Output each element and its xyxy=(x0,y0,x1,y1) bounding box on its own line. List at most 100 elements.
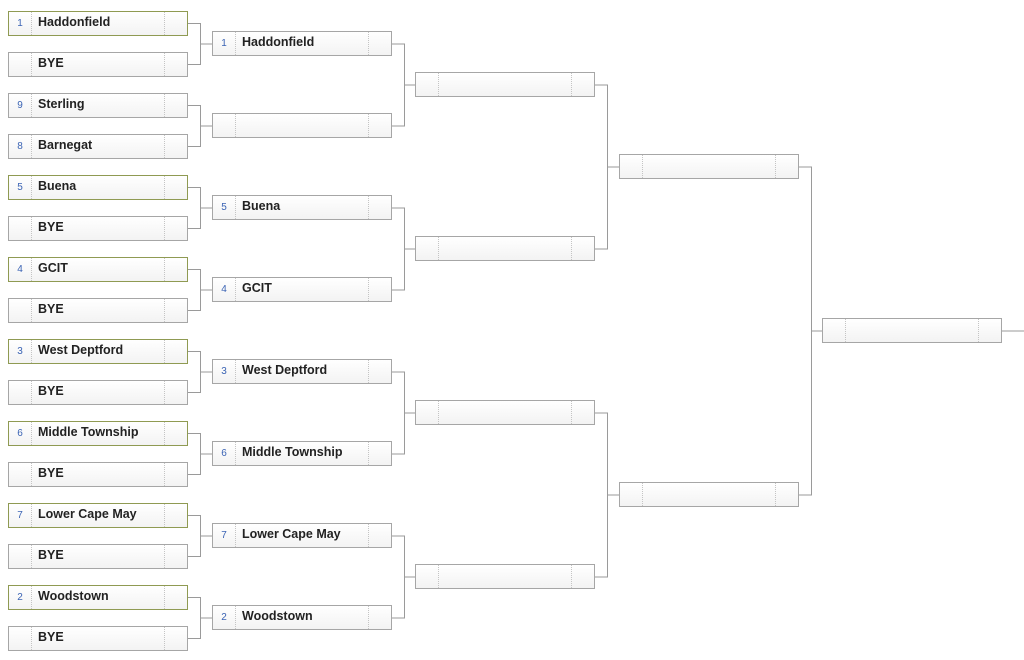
round-1-connector-7 xyxy=(188,515,212,557)
score-box xyxy=(368,278,391,301)
round-1-slot-2[interactable]: BYE xyxy=(8,52,188,77)
score-box xyxy=(164,627,187,650)
seed-number xyxy=(9,381,32,404)
score-box xyxy=(368,442,391,465)
round-1-slot-16[interactable]: BYE xyxy=(8,626,188,651)
round-2-slot-4[interactable]: 4 GCIT xyxy=(212,277,392,302)
team-name: Buena xyxy=(242,199,281,213)
team-name: GCIT xyxy=(242,281,272,295)
quarterfinal-slot-3[interactable] xyxy=(415,400,595,425)
score-box xyxy=(164,545,187,568)
team-name: BYE xyxy=(38,384,64,398)
seed-number: 1 xyxy=(213,32,236,55)
team-name: BYE xyxy=(38,56,64,70)
seed-number: 2 xyxy=(9,586,32,609)
score-box xyxy=(164,53,187,76)
score-box xyxy=(164,381,187,404)
quarterfinal-slot-4[interactable] xyxy=(415,564,595,589)
score-box xyxy=(571,565,594,588)
quarterfinal-connector-1 xyxy=(595,84,619,250)
seed-number xyxy=(416,401,439,424)
team-name: Haddonfield xyxy=(38,15,111,29)
seed-number: 1 xyxy=(9,12,32,35)
round-1-slot-12[interactable]: BYE xyxy=(8,462,188,487)
round-1-connector-2 xyxy=(188,105,212,147)
seed-number: 8 xyxy=(9,135,32,158)
seed-number: 2 xyxy=(213,606,236,629)
seed-number: 7 xyxy=(9,504,32,527)
team-name: Middle Township xyxy=(242,445,343,459)
seed-number xyxy=(9,217,32,240)
round-1-slot-4[interactable]: 8 Barnegat xyxy=(8,134,188,159)
score-box xyxy=(164,299,187,322)
seed-number: 5 xyxy=(9,176,32,199)
quarterfinal-slot-1[interactable] xyxy=(415,72,595,97)
score-box xyxy=(164,422,187,445)
round-2-slot-6[interactable]: 6 Middle Township xyxy=(212,441,392,466)
seed-number: 3 xyxy=(213,360,236,383)
score-box xyxy=(164,12,187,35)
round-2-slot-8[interactable]: 2 Woodstown xyxy=(212,605,392,630)
seed-number: 7 xyxy=(213,524,236,547)
score-box xyxy=(571,73,594,96)
score-box xyxy=(164,258,187,281)
round-1-slot-10[interactable]: BYE xyxy=(8,380,188,405)
score-box xyxy=(775,483,798,506)
round-1-slot-15[interactable]: 2 Woodstown xyxy=(8,585,188,610)
seed-number: 6 xyxy=(9,422,32,445)
seed-number: 4 xyxy=(213,278,236,301)
team-name: BYE xyxy=(38,466,64,480)
round-1-slot-6[interactable]: BYE xyxy=(8,216,188,241)
round-1-connector-8 xyxy=(188,597,212,639)
team-name: Woodstown xyxy=(242,609,313,623)
final-slot-1[interactable] xyxy=(822,318,1002,343)
seed-number xyxy=(823,319,846,342)
team-name: Haddonfield xyxy=(242,35,315,49)
team-name: BYE xyxy=(38,630,64,644)
round-2-slot-2[interactable] xyxy=(212,113,392,138)
score-box xyxy=(368,524,391,547)
team-name: Lower Cape May xyxy=(38,507,137,521)
score-box xyxy=(368,606,391,629)
seed-number xyxy=(9,545,32,568)
round-1-slot-13[interactable]: 7 Lower Cape May xyxy=(8,503,188,528)
score-box xyxy=(368,114,391,137)
score-box xyxy=(164,340,187,363)
round-1-slot-14[interactable]: BYE xyxy=(8,544,188,569)
round-1-connector-6 xyxy=(188,433,212,475)
quarterfinal-connector-2 xyxy=(595,412,619,578)
team-name: BYE xyxy=(38,302,64,316)
semifinal-slot-2[interactable] xyxy=(619,482,799,507)
seed-number xyxy=(9,299,32,322)
round-2-slot-1[interactable]: 1 Haddonfield xyxy=(212,31,392,56)
seed-number xyxy=(416,565,439,588)
semifinal-slot-1[interactable] xyxy=(619,154,799,179)
team-name: Barnegat xyxy=(38,138,93,152)
score-box xyxy=(775,155,798,178)
seed-number: 6 xyxy=(213,442,236,465)
seed-number xyxy=(213,114,236,137)
round-1-slot-8[interactable]: BYE xyxy=(8,298,188,323)
team-name: Woodstown xyxy=(38,589,109,603)
round-1-connector-3 xyxy=(188,187,212,229)
team-name: West Deptford xyxy=(38,343,124,357)
score-box xyxy=(571,401,594,424)
seed-number xyxy=(9,463,32,486)
round-1-connector-5 xyxy=(188,351,212,393)
seed-number xyxy=(620,155,643,178)
score-box xyxy=(164,94,187,117)
quarterfinal-slot-2[interactable] xyxy=(415,236,595,261)
seed-number: 9 xyxy=(9,94,32,117)
round-1-slot-1[interactable]: 1 Haddonfield xyxy=(8,11,188,36)
score-box xyxy=(368,32,391,55)
